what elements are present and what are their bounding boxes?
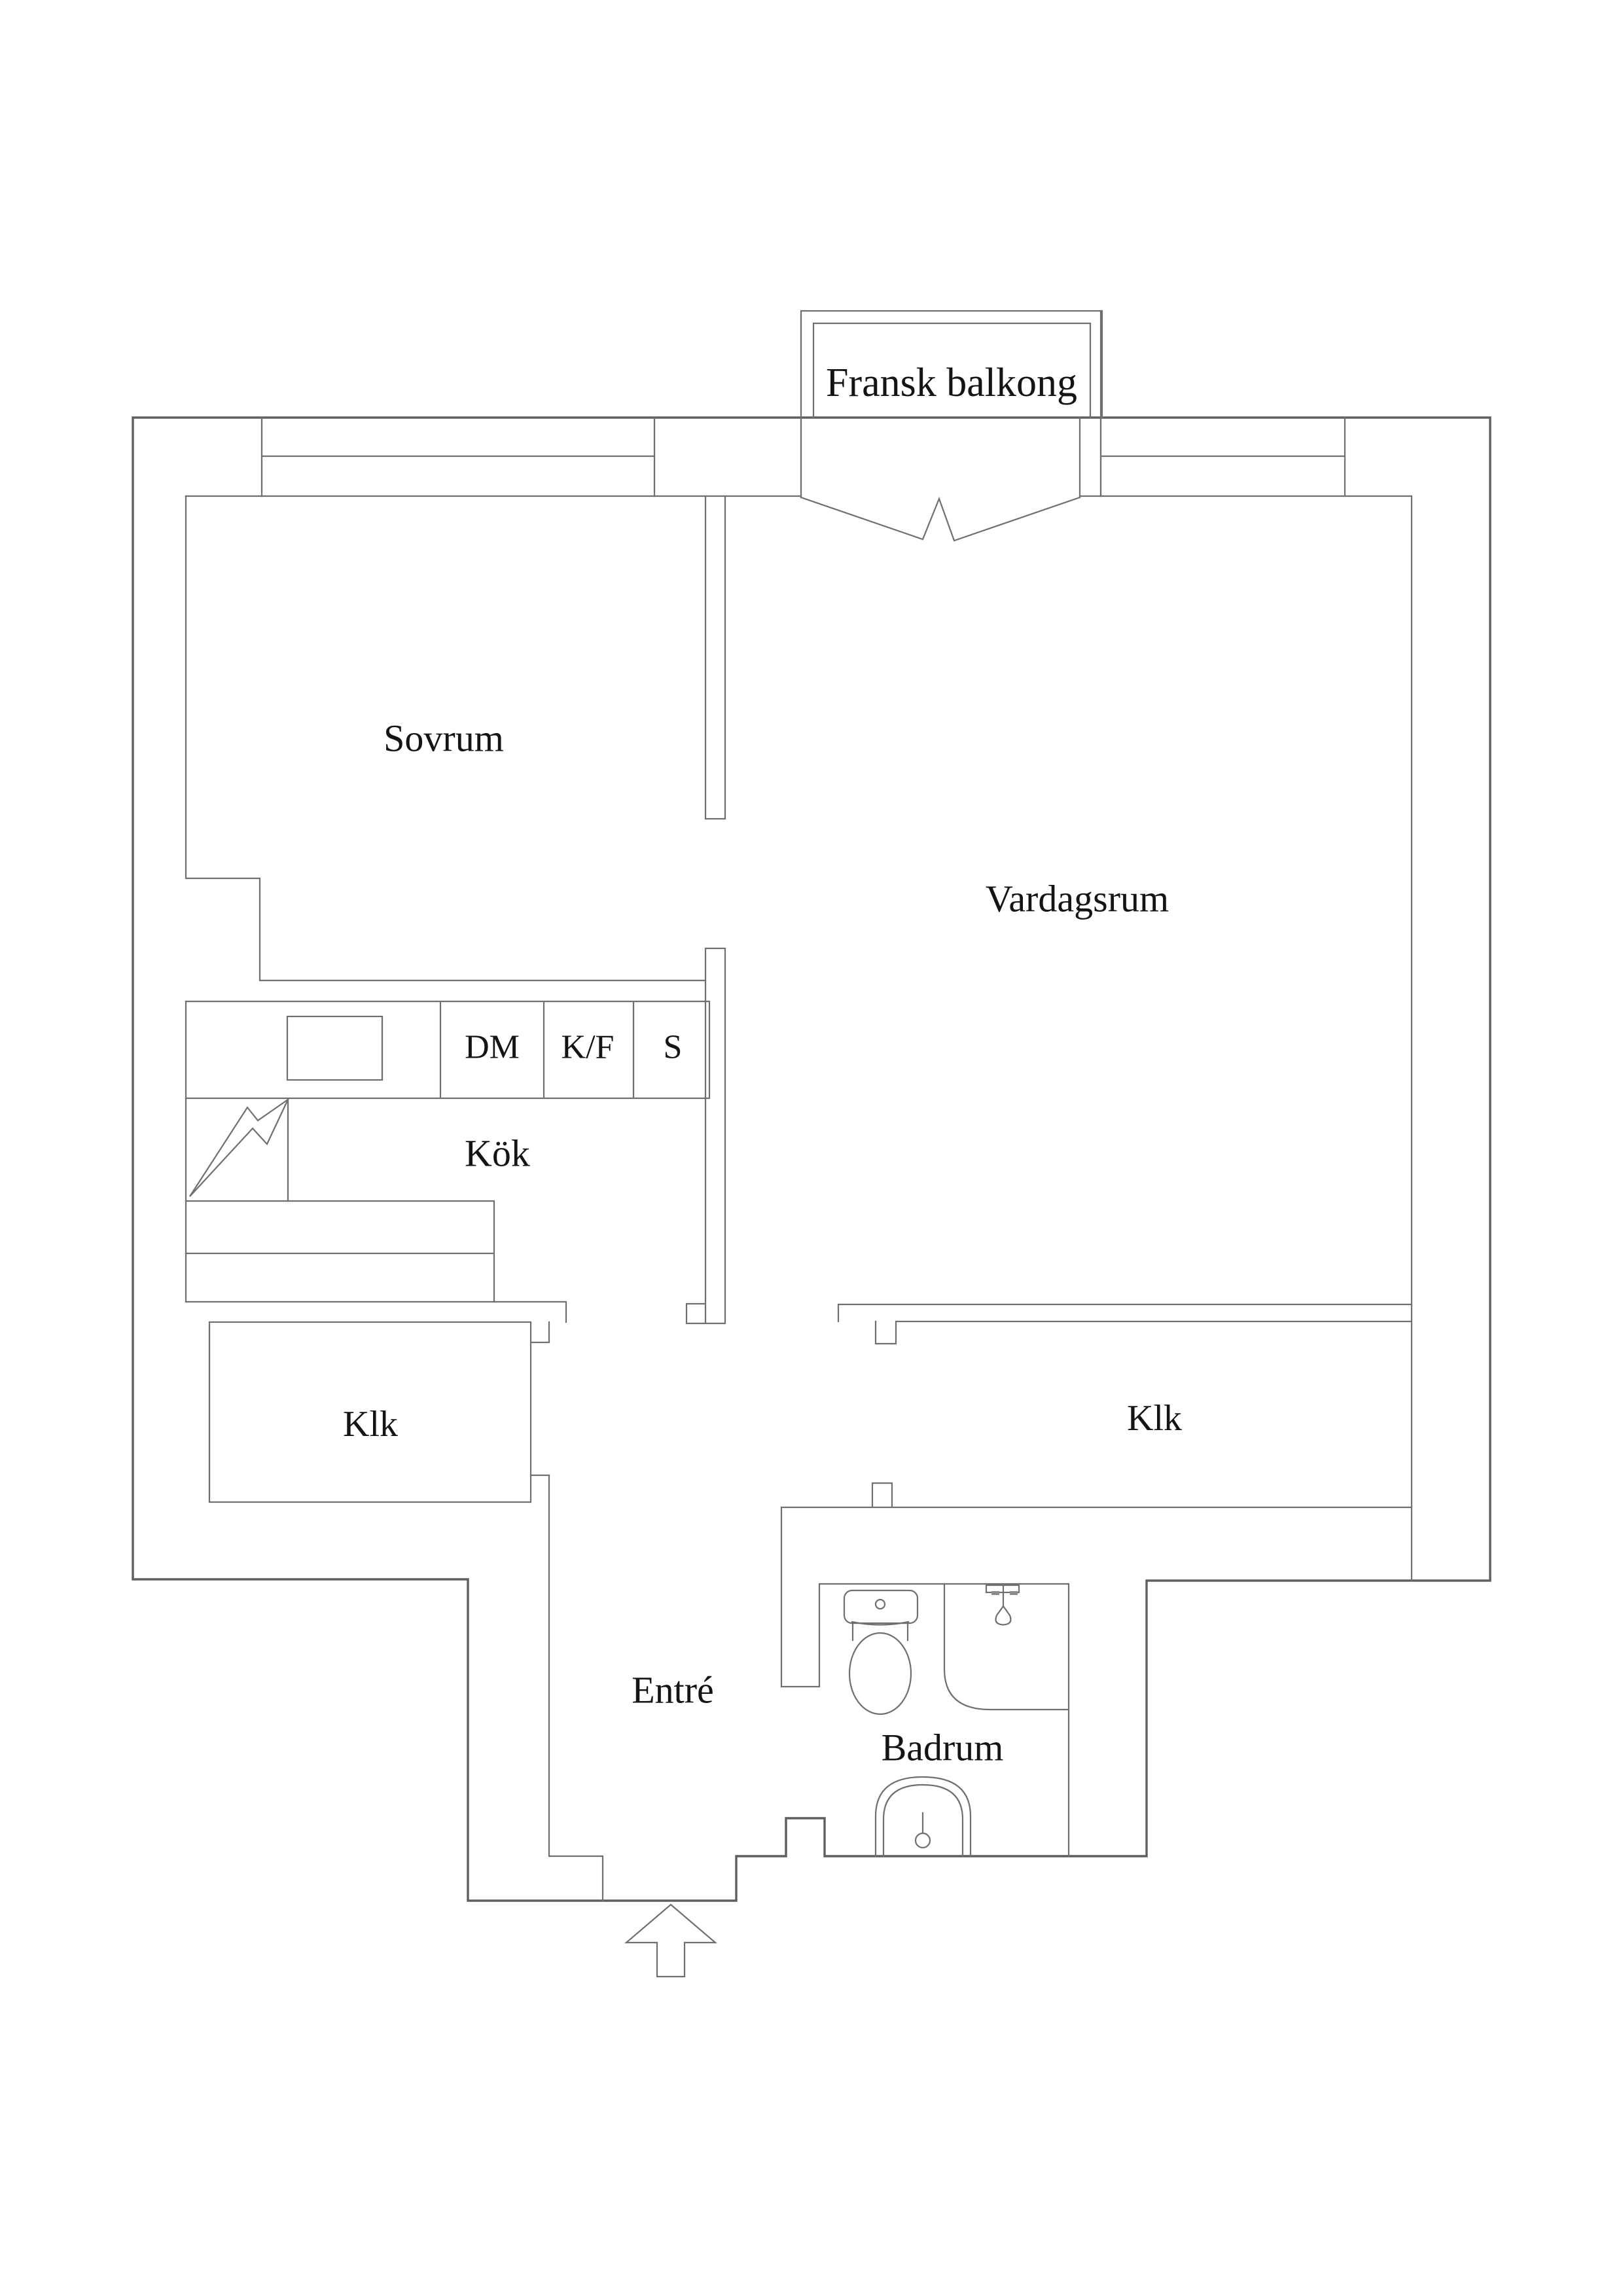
sink-counter [943,1583,1070,1711]
balcony-door-leaves-icon [800,496,1081,542]
washbasin-icon [874,1776,972,1857]
kitchen-label: Kök [465,1132,530,1175]
entry-label: Entré [632,1669,714,1712]
closet-right: Klk [837,1303,1413,1439]
french-balcony: Fransk balkong [800,310,1103,542]
bathroom-label: Badrum [882,1727,1004,1769]
entry-arrow-icon [624,1903,717,1978]
lightning-icon [189,1097,290,1197]
window-left [260,416,656,497]
kitchen-south-wall [185,1300,567,1323]
closet-right-label: Klk [1127,1398,1182,1439]
closet-left: Klk [208,1321,604,1902]
stove-label: S [664,1029,683,1066]
bathroom: Badrum [780,1482,1413,1857]
kitchen-counter [185,1000,711,1100]
closet-left-door-jambs [529,1321,550,1477]
dishwasher-label: DM [465,1029,520,1066]
toilet-icon [843,1589,919,1715]
hall-living-wall [685,947,726,1325]
balcony-outline [800,310,1103,499]
kitchen: DM K/F S Kök [185,1000,711,1323]
closet-left-room [208,1321,532,1503]
living-room-label: Vardagsrum [986,878,1169,920]
balcony-label: Fransk balkong [826,361,1077,405]
closet-left-label: Klk [343,1404,398,1444]
bedroom-label: Sovrum [383,717,504,760]
outer-wall [132,416,1491,1902]
fridge-freezer-label: K/F [562,1029,615,1066]
faucet-icon [985,1584,1020,1626]
hall-west-wall [548,1474,604,1902]
kitchen-bench [185,1200,495,1303]
bedroom-walls [185,495,726,982]
window-right [1099,416,1346,497]
bathroom-walls [780,1482,1413,1857]
kitchen-sink-icon [286,1015,383,1081]
living-south-wall [837,1303,1413,1345]
